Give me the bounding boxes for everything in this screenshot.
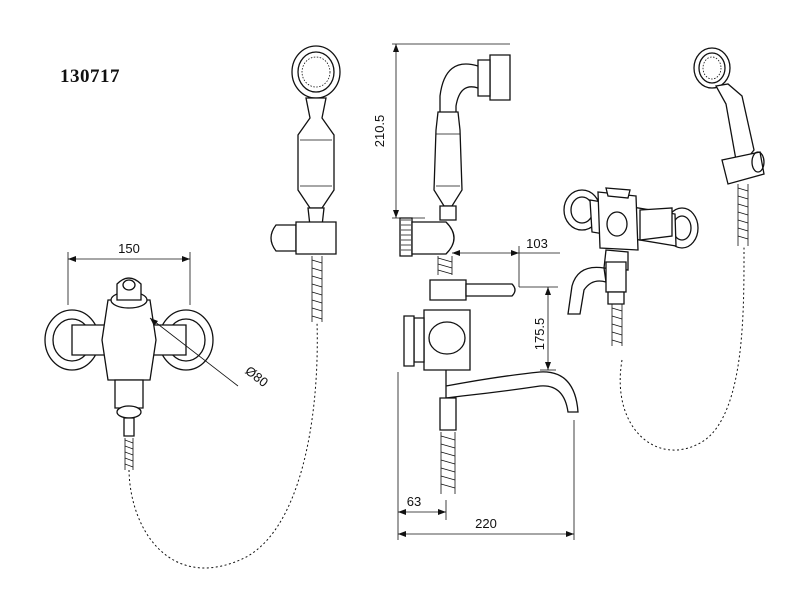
dim-spacing: 150 (118, 241, 140, 256)
front-view: 150 Ø80 (44, 45, 341, 569)
dim-hand-shower-height: 210.5 (372, 115, 387, 148)
perspective-view (563, 47, 765, 451)
dim-flange-diameter: Ø80 (242, 363, 271, 390)
side-view: 210.5 103 (372, 43, 579, 540)
model-number: 130717 (60, 66, 120, 87)
dim-outlet-offset: 63 (407, 494, 421, 509)
dim-spout-reach: 220 (475, 516, 497, 531)
dim-handle-projection: 103 (526, 236, 548, 251)
dim-spout-height: 175.5 (532, 318, 547, 351)
